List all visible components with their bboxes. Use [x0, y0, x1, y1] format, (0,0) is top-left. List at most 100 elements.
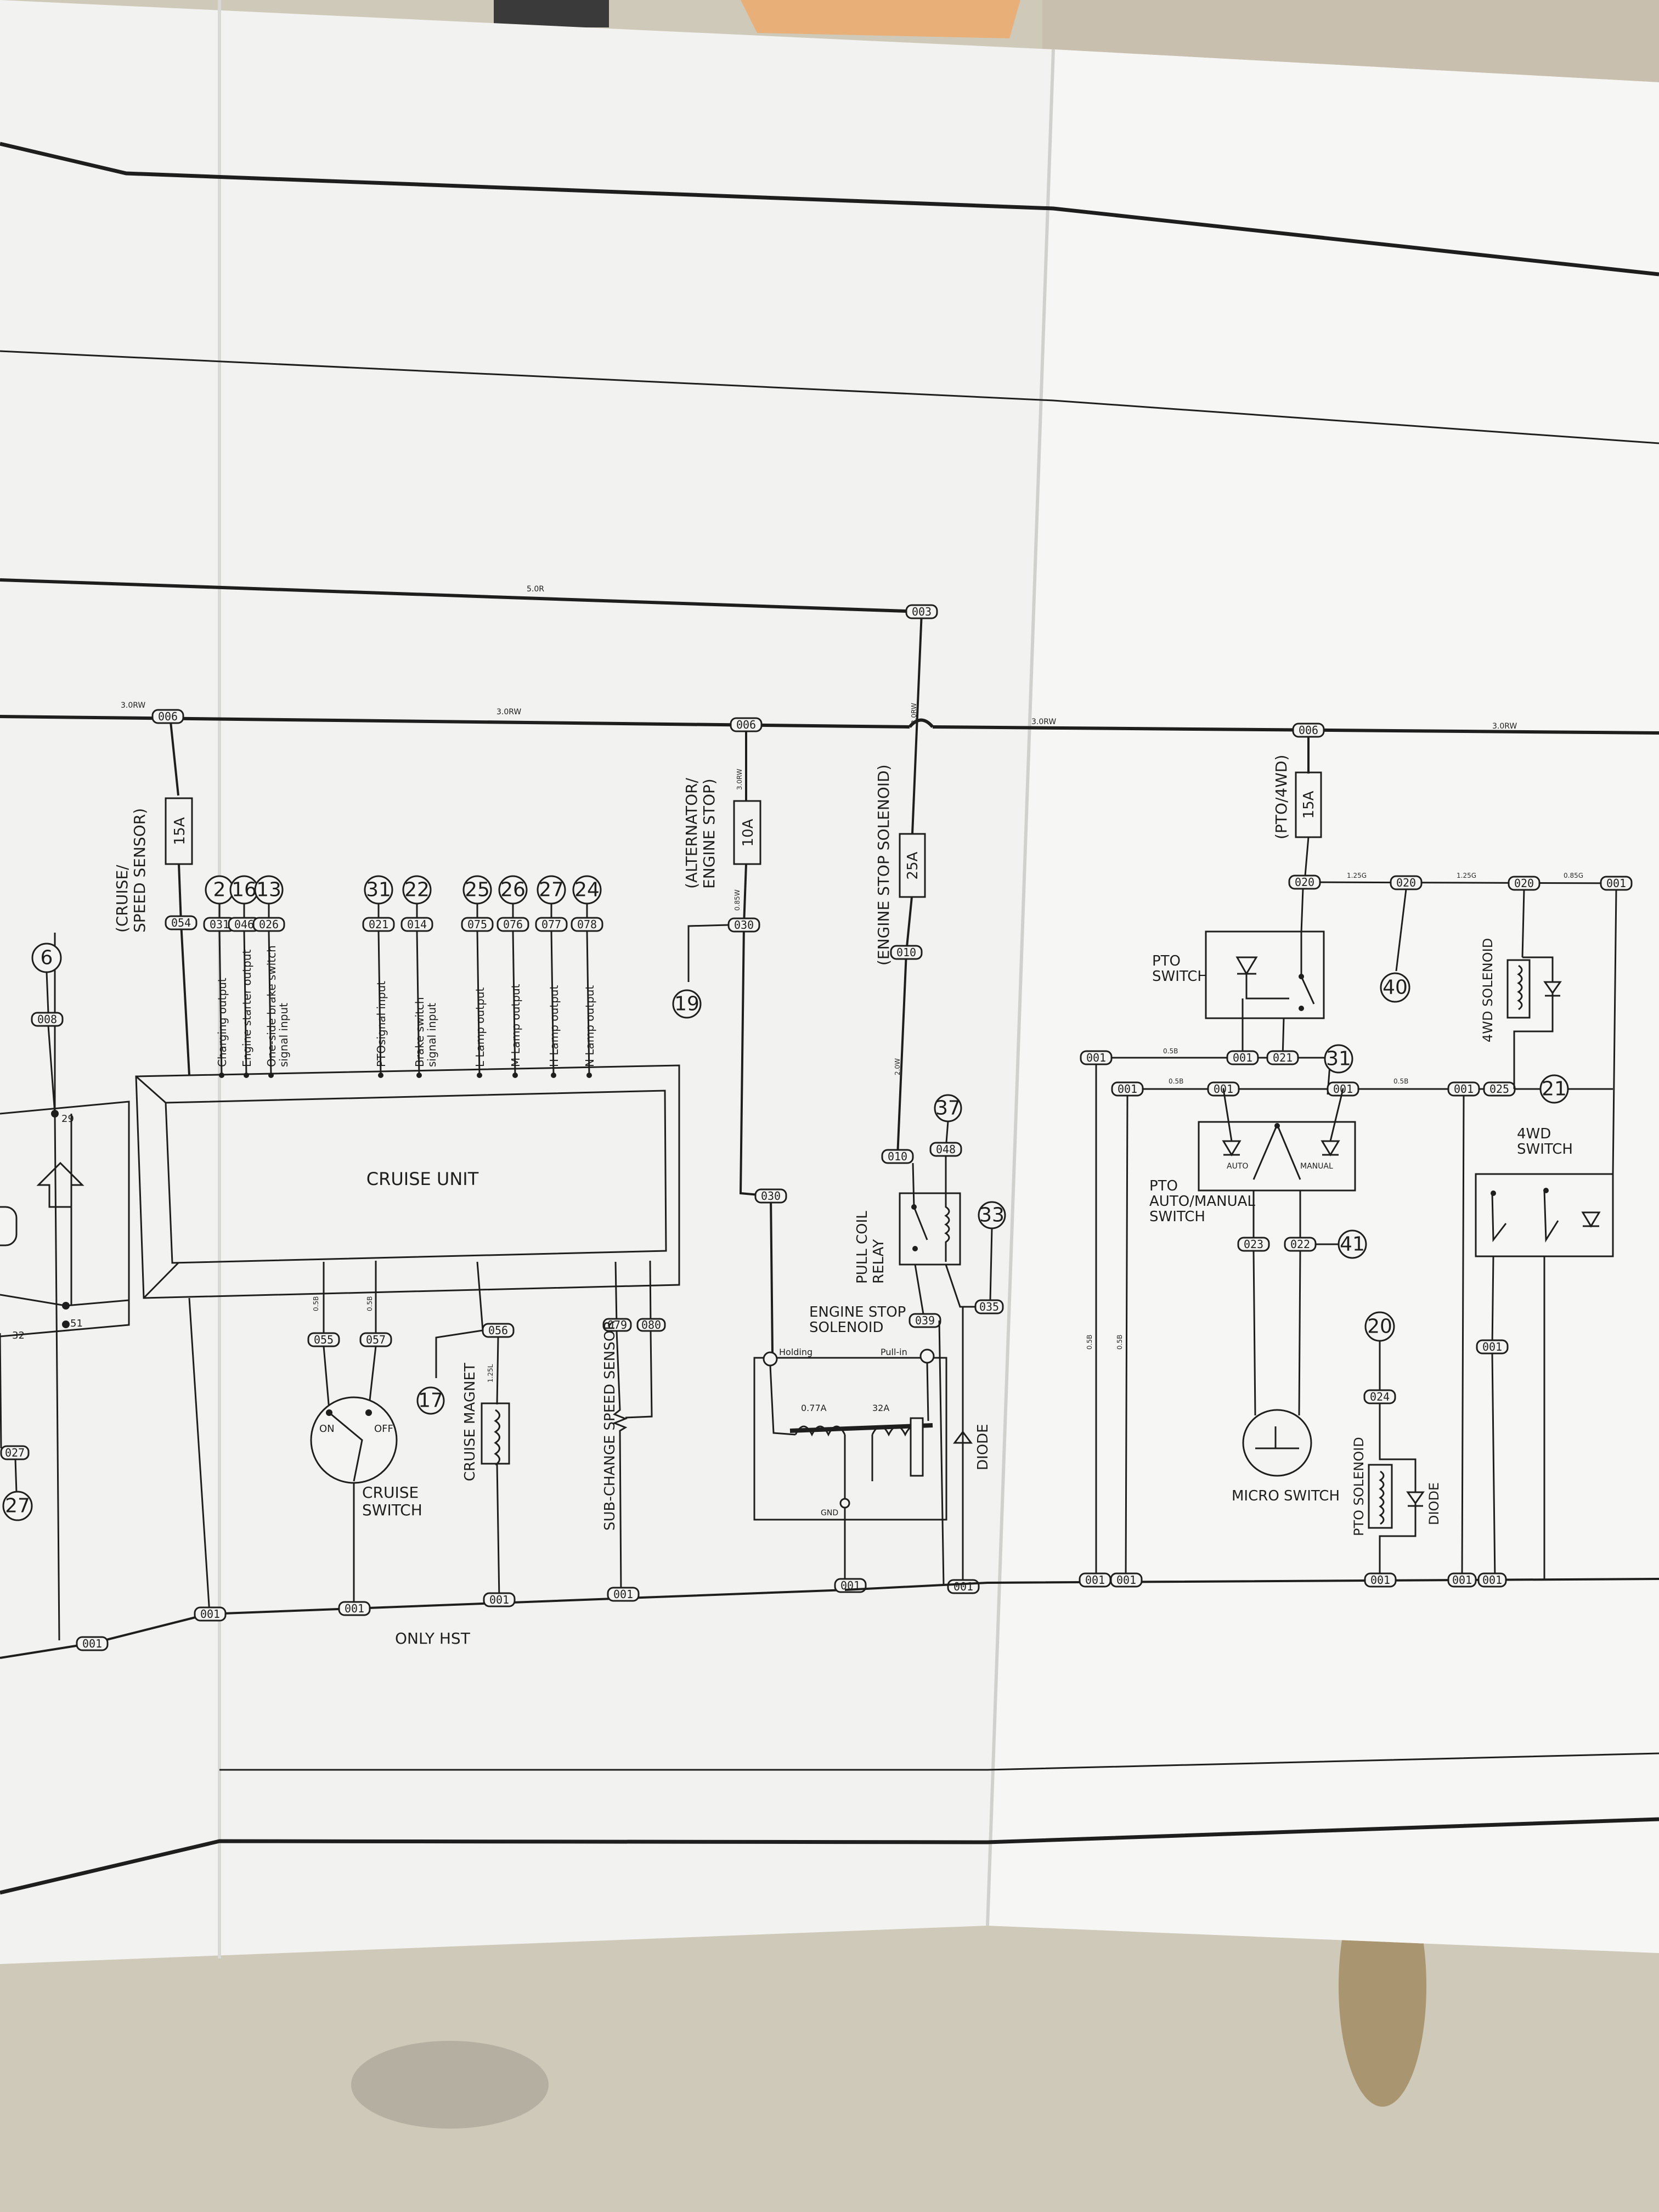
svg-text:006: 006 — [158, 710, 178, 723]
svg-text:27: 27 — [5, 1495, 30, 1517]
svg-text:25A: 25A — [905, 851, 921, 879]
ref-20: 20 — [1364, 1311, 1395, 1342]
svg-text:056: 056 — [488, 1324, 508, 1337]
diode-e — [953, 1307, 973, 1583]
ref-6-wire — [46, 972, 49, 1013]
cruise-pin-ref: 2 — [213, 879, 226, 901]
svg-text:035: 035 — [979, 1300, 999, 1313]
svg-text:008: 008 — [37, 1013, 57, 1026]
svg-text:010: 010 — [888, 1150, 907, 1163]
svg-text:079: 079 — [607, 1318, 627, 1331]
connector-001-row2-right: 001 — [1327, 1081, 1359, 1097]
ground-001-d: 001 — [483, 1592, 516, 1607]
svg-text:001: 001 — [1085, 1573, 1105, 1587]
cruise-pin-connector: 077 — [541, 918, 561, 931]
cruise-pin-label: H Lamp output — [548, 985, 561, 1067]
svg-text:MANUAL: MANUAL — [1300, 1162, 1333, 1171]
cruise-pin-connector: 076 — [503, 918, 523, 931]
ws-feed3: 3.0RW — [910, 703, 918, 724]
cruise-pin-ref: 25 — [465, 879, 490, 901]
svg-text:51: 51 — [70, 1318, 83, 1329]
connector-001-4wd: 001 — [1476, 1339, 1509, 1355]
svg-text:001: 001 — [1454, 1082, 1474, 1096]
connector-024: 024 — [1363, 1389, 1396, 1404]
connector-001-row2-far: 001 — [1447, 1081, 1480, 1097]
solenoid-ground-wire — [938, 1320, 945, 1586]
svg-text:001: 001 — [1482, 1573, 1502, 1587]
cruise-pin-connector: 021 — [369, 918, 388, 931]
hst-drop — [188, 1297, 211, 1615]
svg-text:023: 023 — [1244, 1238, 1263, 1251]
connector-030-alternator: 030 — [727, 917, 760, 933]
connector-055: 055 — [307, 1332, 340, 1347]
svg-text:6: 6 — [41, 947, 53, 969]
ground-001-j: 001 — [1364, 1572, 1397, 1588]
connector-008: 008 — [31, 1012, 64, 1027]
bus-lower-size-1: 3.0RW — [121, 701, 145, 710]
connector-023: 023 — [1237, 1237, 1270, 1252]
cruise-pin-ref: 26 — [500, 879, 526, 901]
cruise-pin-connector: 014 — [407, 918, 427, 931]
connector-022: 022 — [1284, 1237, 1317, 1252]
ref-19-wire — [687, 924, 729, 982]
cruise-pin-connector: 031 — [210, 918, 229, 931]
ground-001-b: 001 — [194, 1606, 227, 1622]
svg-text:039: 039 — [915, 1314, 935, 1327]
ground-line-left — [0, 1589, 845, 1659]
connector-027: 027 — [0, 1445, 30, 1460]
ws-020c: 0.85G — [1564, 872, 1583, 879]
connector-020-a: 020 — [1288, 874, 1321, 890]
cruise-pin-27: 27 077 H Lamp output — [535, 875, 568, 1078]
ref-17-wire — [435, 1329, 483, 1378]
connector-001-row1-left: 001 — [1080, 1050, 1113, 1065]
svg-text:33: 33 — [979, 1204, 1005, 1227]
svg-text:030: 030 — [761, 1189, 781, 1203]
ground-001-i: 001 — [1110, 1572, 1143, 1588]
bus-crossover — [908, 718, 934, 729]
4wd-solenoid-label: 4WD SOLENOID — [1480, 938, 1496, 1042]
auto-manual-out — [1252, 1190, 1301, 1244]
svg-text:027: 027 — [5, 1446, 25, 1459]
svg-text:001: 001 — [1086, 1051, 1106, 1064]
ws-feed2b: 0.85W — [733, 889, 741, 911]
cruise-pin-label: PTOsignal input — [375, 981, 388, 1067]
svg-text:001: 001 — [200, 1607, 220, 1621]
svg-text:15A: 15A — [1301, 791, 1317, 819]
connector-006-pto: 006 — [1292, 723, 1325, 738]
cruise-pin-label: L Lamp output — [473, 987, 487, 1067]
cruise-pin-ref: 16 — [232, 879, 257, 901]
svg-text:21: 21 — [1542, 1078, 1567, 1101]
ws-057: 0.5B — [366, 1296, 374, 1311]
cruise-pin-ref: 22 — [404, 879, 430, 901]
svg-text:030: 030 — [734, 918, 754, 932]
cruise-pin-ref: 24 — [574, 879, 600, 901]
svg-text:001: 001 — [1482, 1340, 1502, 1353]
svg-text:020: 020 — [1514, 877, 1534, 890]
feed-1-wire — [169, 716, 179, 796]
ref-21: 21 — [1539, 1074, 1569, 1104]
cruise-pin-label: N Lamp output — [583, 985, 596, 1067]
bus-upper-size: 5.0R — [527, 585, 544, 594]
cruise-pin-ref: 27 — [539, 879, 564, 901]
connector-048: 048 — [929, 1142, 962, 1157]
connector-030-solenoid: 030 — [754, 1188, 787, 1204]
fuse-10a-alternator: 10A — [733, 800, 761, 865]
connector-021: 021 — [1266, 1050, 1299, 1065]
cruise-pin-connector: 026 — [259, 918, 279, 931]
bus-lower-size-2: 3.0RW — [496, 708, 521, 716]
ground-001-c: 001 — [338, 1601, 371, 1616]
bottom-border-thin — [219, 1752, 1659, 1771]
4wd-ground-wire — [1491, 1353, 1496, 1581]
svg-text:048: 048 — [936, 1143, 956, 1156]
cruise-unit-title: CRUISE UNIT — [366, 1169, 479, 1189]
dirt-patch — [351, 2041, 549, 2129]
diode-e-label: DIODE — [975, 1424, 991, 1470]
